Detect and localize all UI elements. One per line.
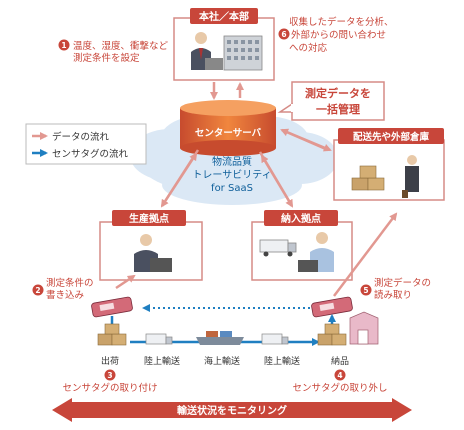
svg-text:5: 5 xyxy=(363,286,368,295)
arrow-delivery-to-server xyxy=(260,154,294,207)
svg-text:4: 4 xyxy=(337,371,342,380)
ship-icon xyxy=(196,331,244,345)
banner-label: 輸送状況をモニタリング xyxy=(177,404,287,417)
sensor-tag-left-icon xyxy=(91,296,133,318)
warehouse-boxes-icon xyxy=(351,165,385,191)
svg-text:3: 3 xyxy=(107,371,112,380)
service-line-3: for SaaS xyxy=(211,183,253,194)
legend: データの流れ センサタグの流れ xyxy=(25,123,147,165)
callout-box: 測定データを 一括管理 xyxy=(277,81,385,121)
step-2-line-1: 測定条件の xyxy=(46,277,94,289)
delivery-person-icon xyxy=(298,232,334,272)
route-label-sea: 海上輸送 xyxy=(204,355,240,367)
step-5: 5 測定データの 読み取り xyxy=(360,277,431,301)
delivery-title: 納入拠点 xyxy=(281,212,321,225)
route-label-deliver: 納品 xyxy=(331,355,349,367)
arrow-write-conditions xyxy=(115,274,136,290)
hq-box: 本社／本部 xyxy=(173,8,275,81)
step-2: 2 測定条件の 書き込み xyxy=(32,277,94,301)
step-3-line-1: センサタグの取り付け xyxy=(62,382,157,394)
step-1: 1 温度、湿度、衝撃など 測定条件を設定 xyxy=(58,39,169,64)
service-name: 物流品質 トレーサビリティ for SaaS xyxy=(192,155,271,194)
route-label-land-1: 陸上輸送 xyxy=(144,355,180,367)
step-1-line-1: 温度、湿度、衝撃など xyxy=(73,40,169,52)
delivery-truck-icon xyxy=(259,239,297,257)
sensor-tag-right-icon xyxy=(311,296,353,318)
callout-line-1: 測定データを xyxy=(305,86,371,100)
warehouse-box: 配送先や外部倉庫 xyxy=(333,128,445,201)
warehouse-building-icon xyxy=(349,311,379,345)
step-3: 3 センサタグの取り付け xyxy=(62,369,158,394)
production-box: 生産拠点 xyxy=(99,210,203,281)
server-label: センターサーバ xyxy=(195,127,262,139)
truck-2-icon xyxy=(261,333,289,345)
step-6-line-2: 外部からの問い合わせ xyxy=(291,29,386,41)
hq-building-icon xyxy=(223,35,263,71)
monitoring-banner: 輸送状況をモニタリング xyxy=(52,398,412,422)
shipping-boxes-icon xyxy=(97,323,127,346)
arrow-read-data xyxy=(333,212,398,297)
step-6-line-3: への対応 xyxy=(289,42,328,54)
hq-person-icon xyxy=(191,32,223,70)
arrow-server-to-warehouse xyxy=(281,128,332,152)
step-5-line-1: 測定データの xyxy=(374,277,431,289)
callout-line-2: 一括管理 xyxy=(316,102,360,116)
production-title: 生産拠点 xyxy=(129,212,169,225)
route-labels: 出荷 陸上輸送 海上輸送 陸上輸送 納品 xyxy=(101,355,349,367)
center-server: センターサーバ xyxy=(180,100,276,156)
step-2-line-2: 書き込み xyxy=(46,289,84,301)
hq-title: 本社／本部 xyxy=(199,10,249,23)
arrow-production-to-server xyxy=(160,152,198,207)
service-line-2: トレーサビリティ xyxy=(192,169,271,181)
production-person-icon xyxy=(134,234,172,272)
step-4-line-1: センサタグの取り外し xyxy=(292,382,387,394)
svg-text:1: 1 xyxy=(61,41,66,50)
step-1-line-2: 測定条件を設定 xyxy=(73,52,140,64)
delivered-boxes-icon xyxy=(317,323,347,346)
legend-data-flow: データの流れ xyxy=(52,131,110,143)
service-line-1: 物流品質 xyxy=(212,155,252,168)
svg-text:2: 2 xyxy=(35,286,40,295)
truck-1-icon xyxy=(145,333,173,345)
step-6: 収集したデータを分析、 6 外部からの問い合わせ への対応 xyxy=(278,16,394,54)
route-label-ship-out: 出荷 xyxy=(101,355,119,367)
route-label-land-2: 陸上輸送 xyxy=(264,355,300,367)
warehouse-person-icon xyxy=(402,155,419,198)
step-5-line-2: 読み取り xyxy=(374,289,412,301)
warehouse-title: 配送先や外部倉庫 xyxy=(353,131,430,143)
step-4: 4 センサタグの取り外し xyxy=(292,369,388,394)
delivery-box: 納入拠点 xyxy=(251,210,353,281)
svg-text:6: 6 xyxy=(281,30,286,39)
legend-tag-flow: センサタグの流れ xyxy=(52,148,129,160)
step-6-line-1: 収集したデータを分析、 xyxy=(289,16,394,28)
